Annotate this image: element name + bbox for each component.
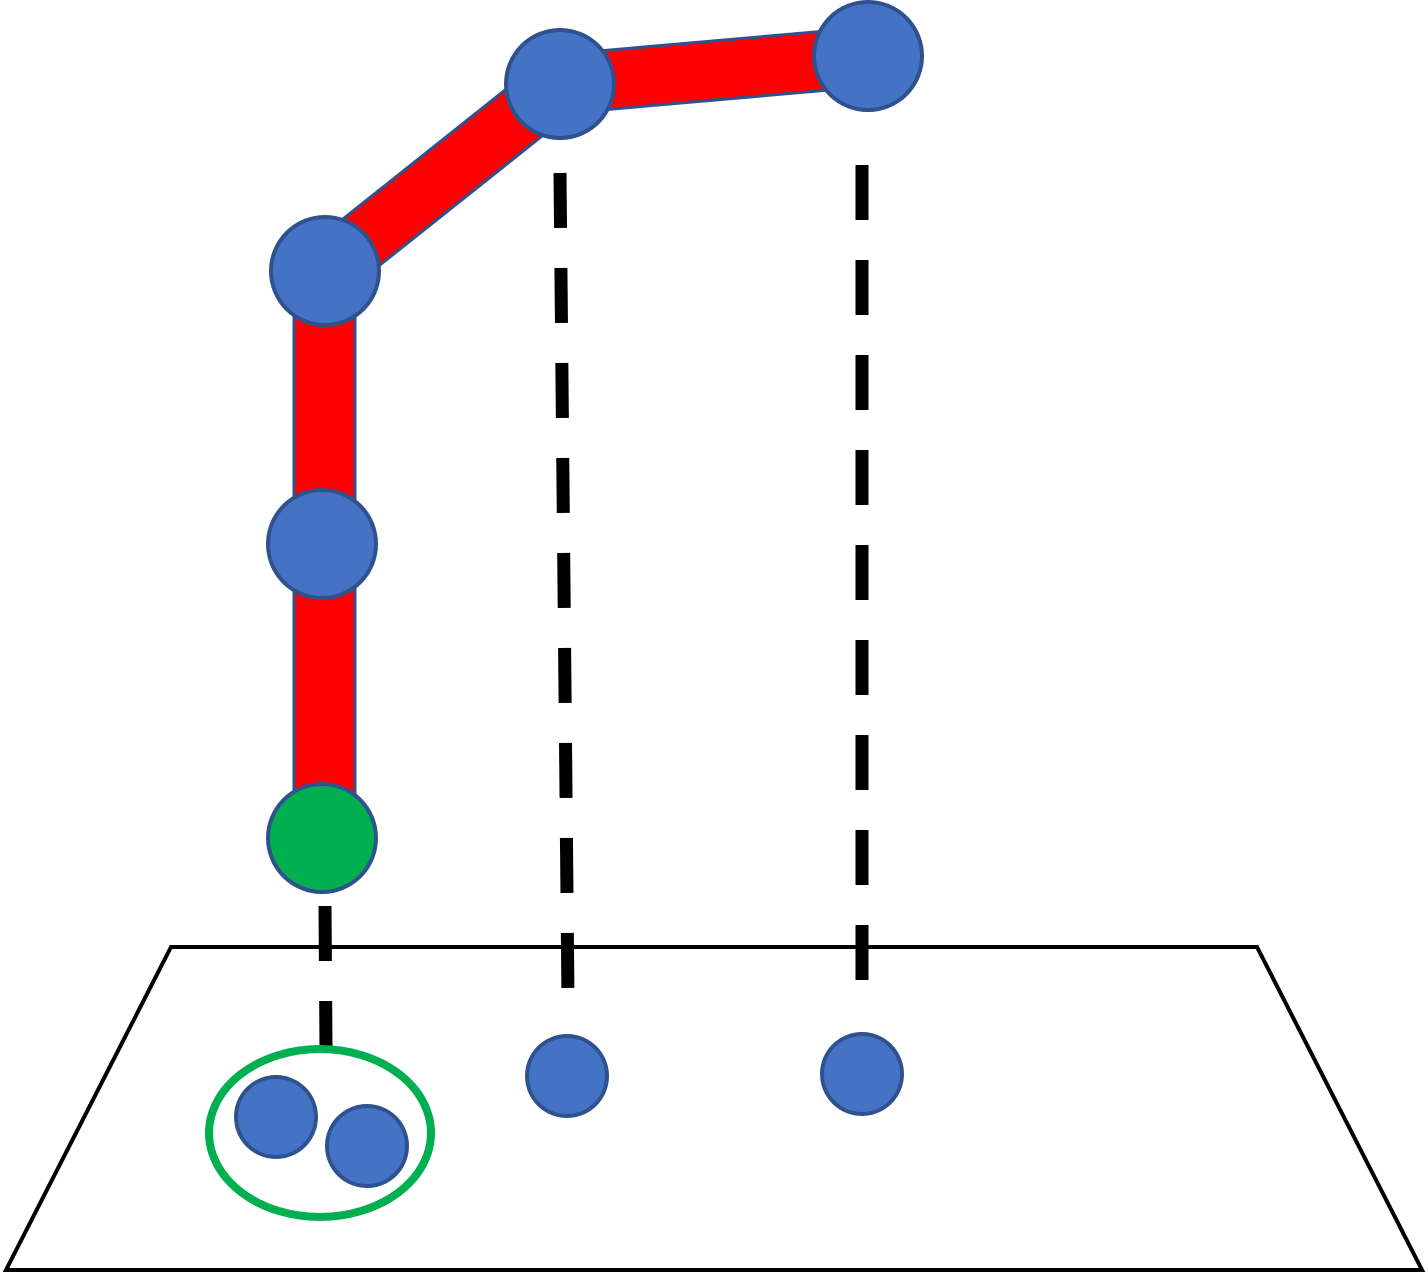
projection-point-c: [525, 1034, 609, 1118]
projection-point-b: [325, 1104, 409, 1188]
joint-elbow: [504, 28, 616, 140]
ground-plane: [2, 945, 1426, 1272]
end-effector: [266, 782, 378, 894]
grouping-ring: [205, 1045, 435, 1221]
arm-joints: [266, 0, 924, 894]
projected-points: [205, 1032, 904, 1221]
projection-line-end-effector: [318, 905, 333, 1051]
joint-shoulder: [269, 215, 381, 327]
projection-line-elbow: [553, 172, 575, 1001]
projection-point-a: [234, 1075, 318, 1159]
joint-tip: [812, 0, 924, 112]
arm-links: [292, 26, 871, 840]
projection-point-d: [820, 1032, 904, 1116]
joint-mid: [266, 488, 378, 600]
